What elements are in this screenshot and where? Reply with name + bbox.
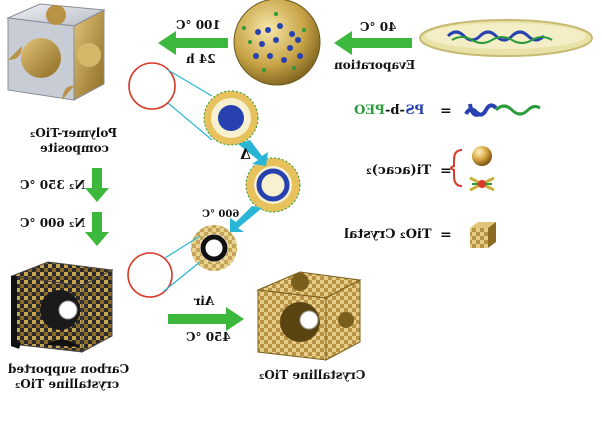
- label-crystalline-tio2: Crystalline TiO₂: [258, 368, 366, 382]
- legend-tio2-crystal-label: TiO₂ Crystal: [344, 227, 432, 242]
- label-24h: 24 h: [186, 52, 216, 66]
- label-carbon-supported-2: crystalline TiO₂: [14, 377, 120, 391]
- copolymer-icon: [464, 103, 541, 117]
- highlight-circle-1: [128, 62, 176, 110]
- legend-eq-3: =: [440, 227, 452, 243]
- highlight-circle-2: [127, 252, 173, 298]
- arrow-600c-down: [85, 212, 109, 246]
- tio2-crystal-icon: [470, 222, 496, 248]
- arrow-air-450c: [168, 307, 244, 331]
- arrow-350c-down: [85, 168, 109, 202]
- label-n2-600c: N₂ 600 °C: [20, 216, 86, 230]
- legend-ti-acac-label: Ti(acac)₂: [366, 163, 432, 178]
- arrow-evaporation: [334, 31, 412, 55]
- label-delta: Δ: [240, 147, 251, 163]
- label-450c: 450 °C: [186, 330, 231, 344]
- arrow-delta-cyan: [238, 140, 268, 166]
- micelle-cross-section-2: [245, 157, 301, 213]
- legend-copolymer-label: PS-b-PEO: [354, 103, 425, 118]
- carbon-supported-cube: [10, 261, 114, 353]
- arrow-100c: [158, 31, 228, 55]
- label-600c-small: 600 °C: [202, 209, 240, 220]
- label-100c: 100 °C: [176, 18, 221, 32]
- petri-dish: [419, 19, 593, 57]
- micelle-cross-section-1: [203, 90, 259, 146]
- legend-eq-2: =: [440, 163, 452, 179]
- zoom-lines-1: [167, 69, 213, 141]
- crystalline-tio2-cube: [256, 271, 362, 361]
- micelle-cross-section-3: [191, 225, 237, 271]
- label-air: Air: [194, 294, 215, 308]
- label-polymer-composite-1: Polymer-TiO₂: [30, 126, 118, 140]
- label-40c: 40 °C: [360, 20, 397, 34]
- label-evaporation: Evaporation: [334, 58, 416, 72]
- polymer-tio2-cube: [6, 3, 106, 101]
- ti-acac-icons: [450, 146, 495, 192]
- label-carbon-supported-1: Carbon supported: [8, 362, 130, 376]
- micelle-sphere: [233, 0, 321, 86]
- legend-eq-1: =: [440, 103, 452, 119]
- zoom-lines-2: [163, 235, 201, 292]
- label-polymer-composite-2: composite: [39, 141, 109, 155]
- arrow-600c-cyan: [230, 206, 262, 232]
- label-n2-350c: N₂ 350 °C: [20, 178, 86, 192]
